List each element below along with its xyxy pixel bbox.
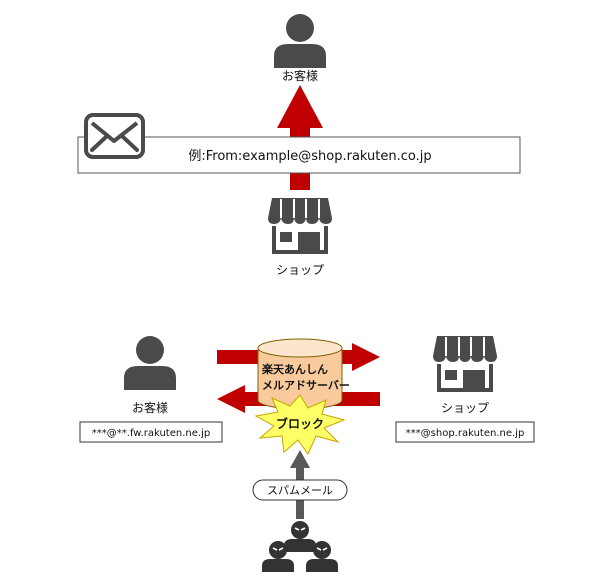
top-customer-label: お客様 (282, 68, 318, 83)
server-label-line1: 楽天あんしん (261, 362, 328, 376)
bottom-shop-icon (431, 334, 499, 394)
server-label-line2: メルアドサーバー (262, 379, 350, 392)
block-label: ブロック (276, 416, 324, 431)
bottom-shop-label: ショップ (441, 401, 489, 415)
shop-address: ***@shop.rakuten.ne.jp (406, 428, 525, 439)
customer-address-box (79, 421, 223, 443)
spam-label: スパムメール (267, 484, 333, 497)
bottom-customer-label: お客様 (132, 400, 168, 415)
top-shop-label: ショップ (276, 263, 324, 277)
email-example-text: 例:From:example@shop.rakuten.co.jp (188, 149, 431, 164)
bottom-customer-icon (124, 336, 176, 390)
spammer-group-icon (261, 520, 339, 573)
block-burst-icon (254, 394, 346, 456)
customer-address: ***@**.fw.rakuten.ne.jp (92, 428, 210, 439)
spam-label-pill (252, 479, 348, 501)
top-shop-icon (266, 196, 334, 256)
email-banner (77, 136, 521, 174)
shop-address-box (395, 421, 535, 443)
top-customer-icon (274, 14, 326, 68)
envelope-icon (84, 113, 145, 159)
